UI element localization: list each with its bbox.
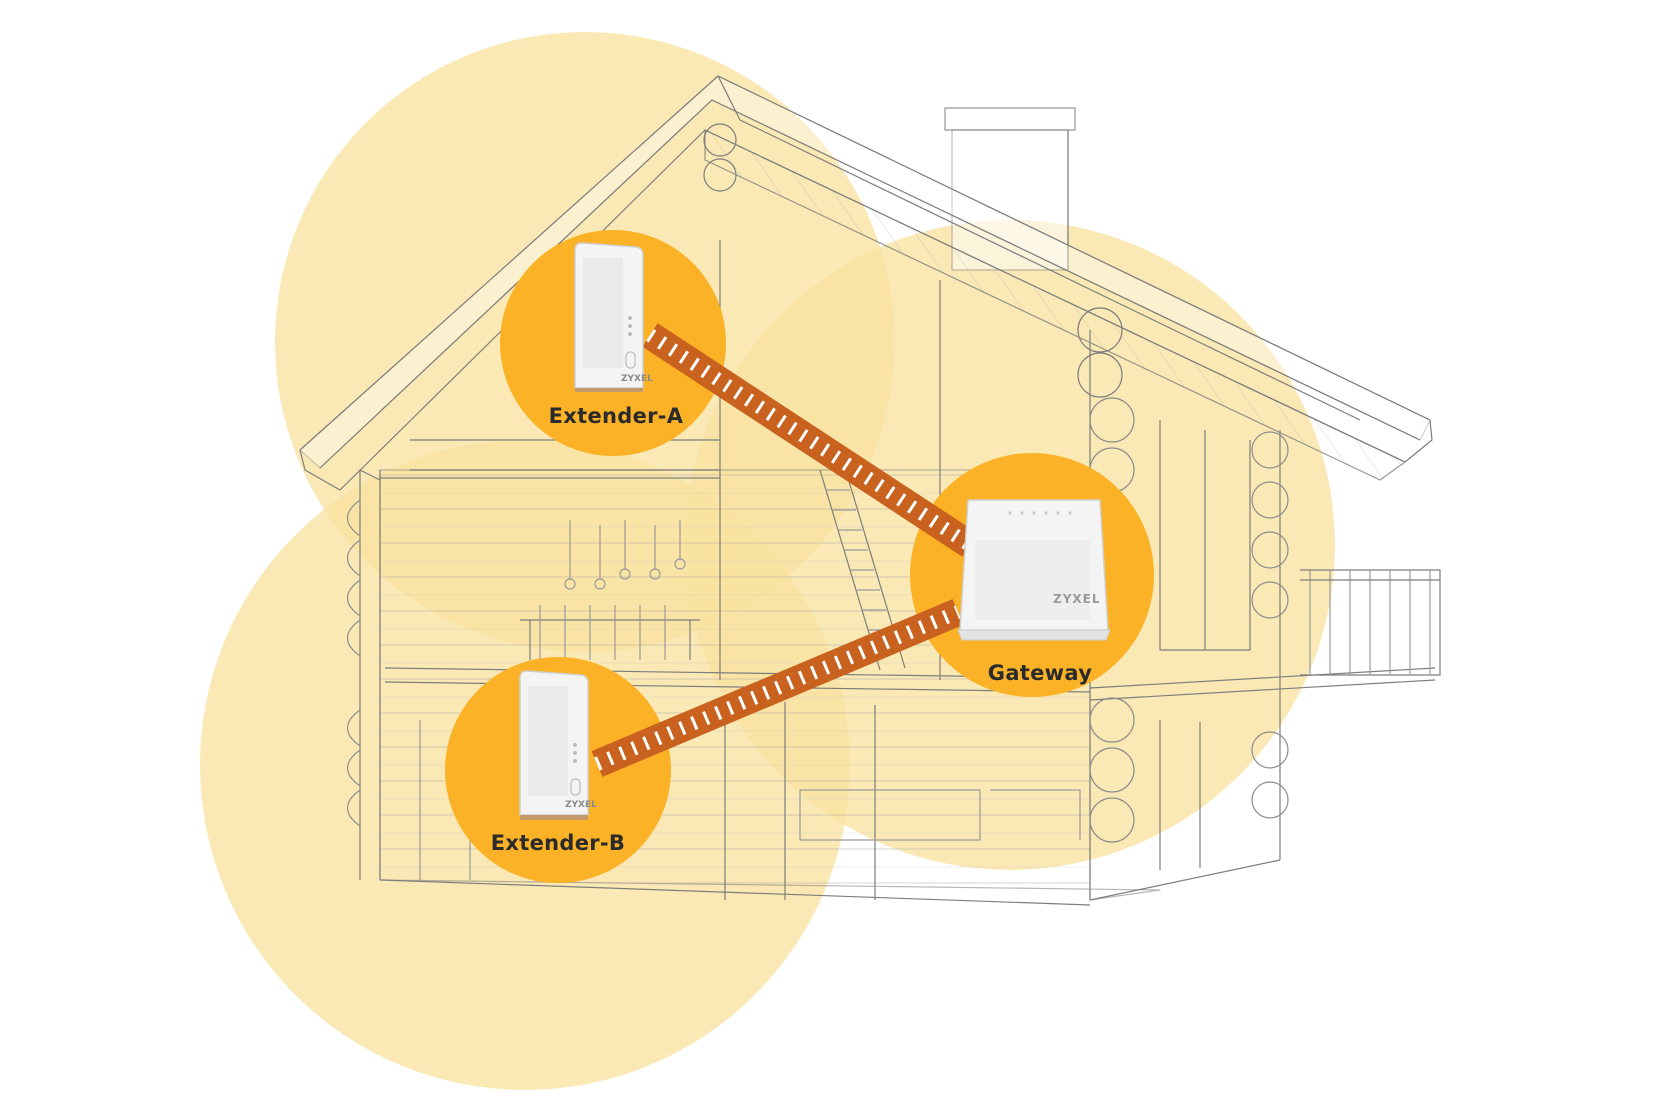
extender-b-label: Extender-B bbox=[491, 831, 625, 855]
balcony bbox=[1300, 569, 1441, 676]
extender-b-device: ZYXEL bbox=[519, 670, 597, 820]
extender-b-brand: ZYXEL bbox=[565, 800, 597, 810]
link-extender-a-gateway bbox=[642, 323, 978, 557]
link-extender-b-gateway bbox=[591, 599, 964, 777]
gateway-device: ZYXEL bbox=[957, 499, 1111, 641]
extender-a-brand: ZYXEL bbox=[621, 374, 653, 384]
gateway-label: Gateway bbox=[988, 661, 1092, 685]
backhaul-links bbox=[591, 323, 978, 777]
extender-a-label: Extender-A bbox=[549, 404, 684, 428]
extender-a-device: ZYXEL bbox=[574, 242, 653, 392]
gateway-brand: ZYXEL bbox=[1053, 592, 1101, 606]
chimney bbox=[944, 107, 1076, 271]
